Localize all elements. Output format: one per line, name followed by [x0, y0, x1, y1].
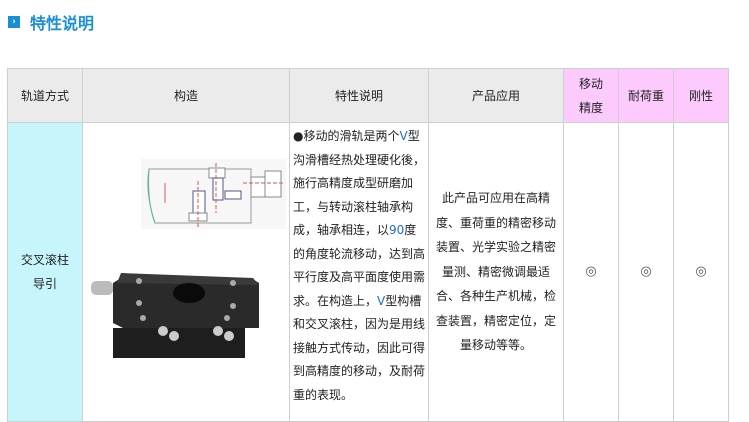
header-accuracy: 移动精度 — [563, 68, 619, 123]
table-header-row: 轨道方式 构造 特性说明 产品应用 移动精度 耐荷重 刚性 — [7, 68, 729, 123]
v-highlight: V — [377, 293, 386, 308]
bullet: ● — [293, 129, 304, 143]
load-rating: ◎ — [618, 122, 674, 422]
stage-photo — [91, 273, 259, 358]
header-rigidity: 刚性 — [673, 68, 729, 123]
features-cell: ●移动的滑轨是两个V型沟滑槽经热处理硬化後，施行高精度成型研磨加工，与转动滚柱轴… — [289, 122, 429, 422]
v-highlight: V — [399, 129, 408, 143]
features-text: 度的角度轮流移动，达到高平行度及高平面度使用需求。在构造上， — [293, 223, 426, 308]
application-cell: 此产品可应用在高精度、重荷重的精密移动装置、光学实验之精密量测、精密微调最适合、… — [428, 122, 564, 422]
chevron-right-icon: › — [8, 16, 20, 28]
features-text: 型构槽和交叉滚柱，因为是用线接触方式传动，因此可得到高精度的移动，及耐荷重的表现… — [293, 293, 426, 402]
header-rail-type: 轨道方式 — [7, 68, 83, 123]
features-text: 型沟滑槽经热处理硬化後，施行高精度成型研磨加工，与转动滚柱轴承构成，轴承相连，以 — [293, 129, 426, 237]
structure-cell — [82, 122, 290, 422]
header-application: 产品应用 — [428, 68, 564, 123]
table-row: 交叉滚柱导引 ●移动的滑轨是两个V型沟滑槽经热处理硬化後，施行高精度成型研磨 — [7, 122, 729, 422]
cross-section-drawing — [141, 159, 286, 229]
header-load: 耐荷重 — [618, 68, 674, 123]
section-header: › 特性说明 — [8, 10, 94, 34]
header-features: 特性说明 — [289, 68, 429, 123]
section-title: 特性说明 — [30, 14, 95, 33]
header-structure: 构造 — [82, 68, 290, 123]
features-text: 移动的滑轨是两个 — [303, 129, 400, 143]
rigidity-rating: ◎ — [673, 122, 729, 422]
accuracy-rating: ◎ — [563, 122, 619, 422]
ninety-highlight: 90 — [389, 223, 405, 237]
rail-type-cell: 交叉滚柱导引 — [7, 122, 83, 422]
spec-table: 轨道方式 构造 特性说明 产品应用 移动精度 耐荷重 刚性 交叉滚柱导引 — [7, 68, 729, 422]
